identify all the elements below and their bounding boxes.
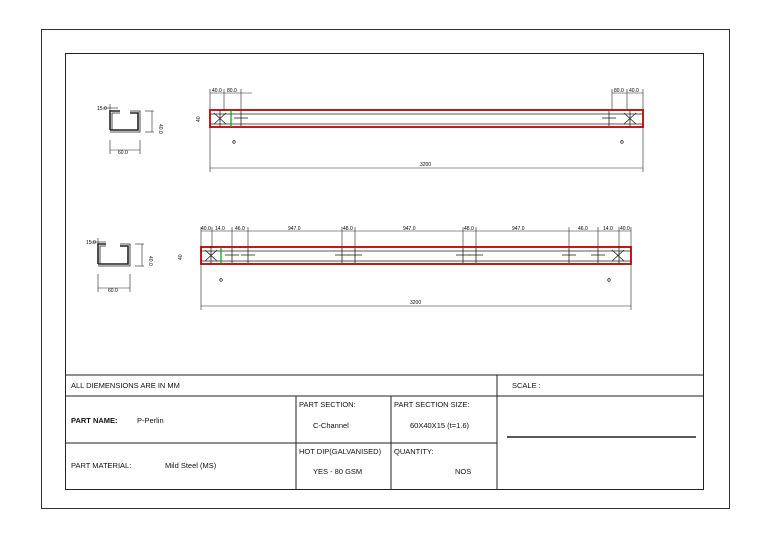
member-outline-1 bbox=[209, 109, 644, 128]
hole-dia-label: Φ bbox=[219, 278, 223, 284]
dim-label: 46.0 bbox=[235, 226, 245, 232]
units-note: ALL DIEMENSIONS ARE IN MM bbox=[71, 381, 180, 390]
holes-view-2 bbox=[204, 247, 625, 264]
sheet-border bbox=[41, 29, 730, 509]
part-section-size-value: 60X40X15 (t=1.6) bbox=[410, 421, 470, 430]
section-lip-dim: 15.0 bbox=[86, 240, 96, 246]
drawing-frame bbox=[65, 53, 704, 490]
hole-dia-label: Φ bbox=[620, 140, 624, 146]
section-width-dim: 60.0 bbox=[108, 288, 118, 294]
section-height-dim: 40.0 bbox=[157, 124, 163, 134]
dim-label: 14.0 bbox=[215, 226, 225, 232]
finish-label: HOT DIP(GALVANISED) bbox=[299, 447, 382, 456]
section-lip-dim: 15.0 bbox=[97, 106, 107, 112]
view-1: 15.0 40.0 60.0 40 40.0 8 bbox=[97, 88, 644, 172]
part-section-size-label: PART SECTION SIZE: bbox=[394, 400, 470, 409]
dim-label: 40.0 bbox=[620, 226, 630, 232]
dim-label: 947.0 bbox=[403, 226, 416, 232]
part-material-label: PART MATERIAL: bbox=[71, 461, 132, 470]
quantity-label: QUANTITY: bbox=[394, 447, 434, 456]
hole-dia-label: Φ bbox=[607, 278, 611, 284]
overall-length-dim: 3200 bbox=[410, 300, 421, 306]
finish-value: YES - 80 GSM bbox=[313, 467, 363, 476]
hole-dia-label: Φ bbox=[232, 140, 236, 146]
title-block-grid bbox=[65, 374, 704, 490]
dim-label: 40.0 bbox=[629, 88, 639, 94]
view-2: 15.0 40.0 60.0 40 bbox=[86, 226, 632, 310]
section-height-dim: 40.0 bbox=[147, 256, 153, 266]
scale-label: SCALE : bbox=[512, 381, 541, 390]
member-height-label: 40 bbox=[196, 116, 202, 122]
holes-view-1 bbox=[213, 110, 637, 127]
dim-label: 40.0 bbox=[201, 226, 211, 232]
part-name-value: P-Perlin bbox=[137, 416, 164, 425]
part-material-value: Mild Steel (MS) bbox=[165, 461, 217, 470]
section-view-1 bbox=[109, 110, 141, 133]
dim-label: 48.0 bbox=[343, 226, 353, 232]
dim-label: 46.0 bbox=[578, 226, 588, 232]
part-name-label: PART NAME: bbox=[71, 416, 118, 425]
dim-label: 947.0 bbox=[288, 226, 301, 232]
dim-label: 40.0 bbox=[212, 88, 222, 94]
dim-label: 14.0 bbox=[603, 226, 613, 232]
section-width-dim: 60.0 bbox=[118, 150, 128, 156]
dim-label: 947.0 bbox=[512, 226, 525, 232]
dim-label: 80.0 bbox=[614, 88, 624, 94]
section-view-2 bbox=[97, 243, 131, 267]
member-height-label: 40 bbox=[178, 254, 184, 260]
member-outline-2 bbox=[200, 246, 632, 265]
overall-length-dim: 3200 bbox=[420, 162, 431, 168]
part-section-value: C-Channel bbox=[313, 421, 349, 430]
dim-label: 48.0 bbox=[464, 226, 474, 232]
quantity-value: NOS bbox=[455, 467, 472, 476]
part-section-label: PART SECTION: bbox=[299, 400, 356, 409]
dim-label: 80.0 bbox=[227, 88, 237, 94]
